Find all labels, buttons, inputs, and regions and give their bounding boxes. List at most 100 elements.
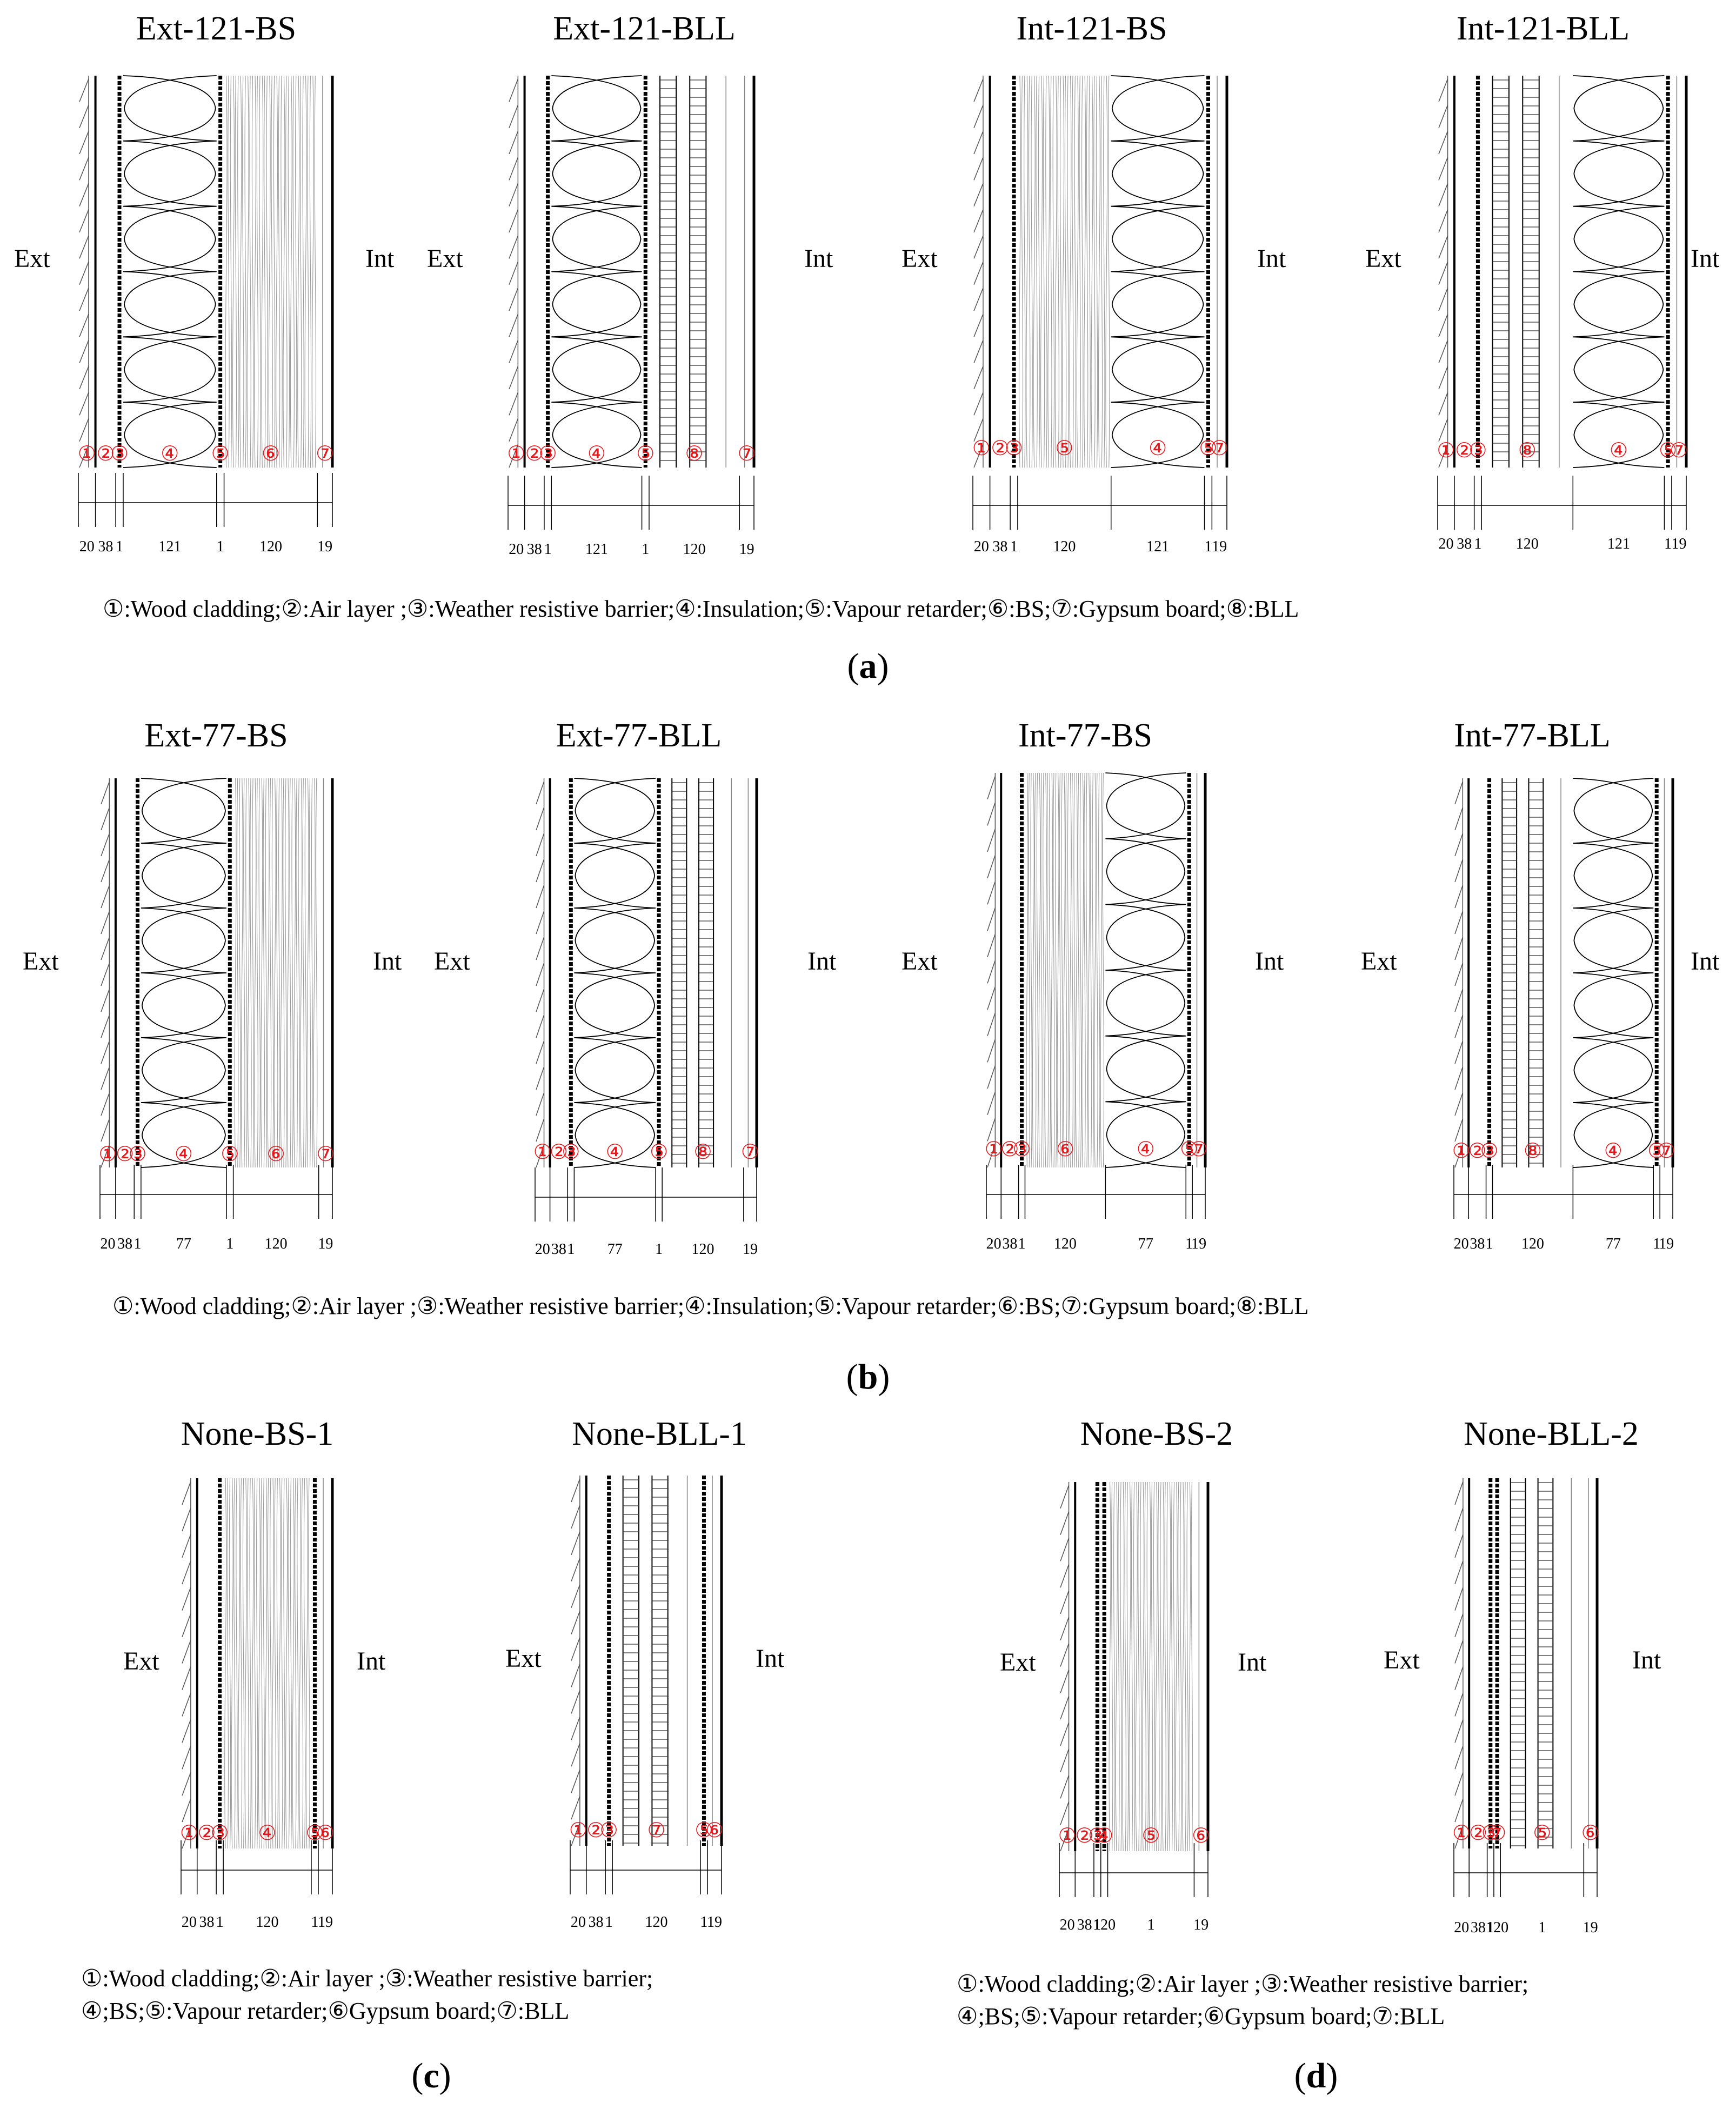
dimension-label: 77 — [176, 1236, 191, 1252]
bs-fibre — [263, 1478, 265, 1849]
cladding-board — [509, 235, 519, 259]
cladding-board — [1454, 1746, 1464, 1770]
cladding-board — [509, 288, 519, 311]
layer-bs — [234, 778, 318, 1168]
insulation-loop — [575, 778, 656, 1168]
ext-label: Ext — [23, 947, 59, 976]
legend-line-1: ①:Wood cladding;②:Air layer ;③:Weather r… — [957, 1971, 1529, 1997]
bs-fibre — [244, 1478, 247, 1849]
layer-marker-4: ④ — [161, 443, 179, 465]
bs-fibre — [1096, 772, 1098, 1168]
layer-marker-5: ⑤ — [1141, 1825, 1160, 1847]
bs-fibre — [256, 1478, 258, 1849]
cladding-board — [101, 937, 110, 960]
cladding-board — [1454, 1825, 1464, 1849]
cladding-board — [1454, 1587, 1464, 1611]
bs-fibre — [225, 75, 228, 468]
cladding-board — [973, 444, 984, 468]
layer-gypsum — [1196, 773, 1207, 1167]
bs-fibre — [261, 1478, 263, 1849]
bs-fibre — [239, 778, 241, 1168]
bs-fibre — [235, 75, 237, 468]
dimension-label: 19 — [1212, 538, 1227, 555]
bs-fibre — [301, 1478, 304, 1849]
dimension-label: 19 — [317, 538, 332, 555]
layer-marker-1: ① — [1452, 1822, 1471, 1845]
layer-bs — [1026, 772, 1105, 1168]
bs-fibre — [1126, 1481, 1129, 1852]
cladding-board — [973, 313, 984, 337]
bs-fibre — [1053, 772, 1055, 1168]
panel-title: Ext-77-BS — [144, 717, 288, 754]
bs-fibre — [240, 1478, 243, 1849]
bs-fibre — [253, 1478, 256, 1849]
layer-cladding — [987, 773, 1003, 1168]
bs-fibre — [278, 1478, 281, 1849]
bs-fibre — [265, 778, 268, 1168]
layer-insulation — [1111, 75, 1205, 468]
bs-fibre — [1018, 75, 1021, 468]
layer-marker-4: ⑧ — [1518, 439, 1537, 462]
dimension-label: 19 — [318, 1914, 333, 1931]
dimension-label: 1 — [134, 1236, 142, 1252]
cladding-board — [182, 1560, 191, 1584]
cladding-board — [536, 1144, 545, 1168]
cladding-board — [1454, 911, 1464, 935]
layer-marker-4: ⑦ — [1488, 1822, 1506, 1845]
bs-fibre — [289, 778, 291, 1168]
subfigure-label: (d) — [1294, 2056, 1338, 2095]
bs-fibre — [1045, 75, 1047, 468]
bs-fibre — [249, 75, 251, 468]
bs-fibre — [1074, 75, 1077, 468]
bs-fibre — [285, 75, 288, 468]
bs-fibre — [1033, 75, 1036, 468]
cladding-board — [1454, 1481, 1464, 1505]
dimension-label: 1 — [217, 538, 224, 555]
cladding-board — [79, 366, 89, 390]
cladding-board — [571, 1717, 580, 1740]
bs-fibre — [292, 75, 295, 468]
layer-gypsum — [322, 76, 334, 468]
dimension-label: 38 — [1470, 1236, 1485, 1252]
cladding-board — [1454, 1560, 1464, 1584]
dimension-label: 1 — [226, 1236, 233, 1252]
layer-bll — [671, 778, 732, 1167]
bs-fibre — [1113, 1481, 1116, 1852]
bs-fibre — [304, 778, 307, 1168]
bs-fibre — [1032, 772, 1034, 1168]
bs-fibre — [1184, 1481, 1186, 1852]
bs-fibre — [1096, 75, 1098, 468]
insulation-loop — [123, 75, 216, 468]
insulation-loop — [1573, 75, 1664, 468]
layer-bll — [1492, 76, 1560, 468]
int-label: Int — [1238, 1648, 1267, 1677]
layer-cladding — [973, 76, 991, 468]
bs-fibre — [309, 778, 311, 1168]
layer-gypsum — [1664, 778, 1674, 1167]
bs-fibre — [314, 75, 317, 468]
dimension-label: 120 — [1521, 1236, 1544, 1252]
cladding-board — [1060, 1538, 1070, 1561]
layer-bll — [659, 76, 726, 468]
int-label: Int — [1691, 947, 1720, 976]
bs-fibre — [280, 778, 283, 1168]
bs-fibre — [309, 75, 312, 468]
dimension-label: 1 — [605, 1914, 613, 1931]
bs-fibre — [258, 778, 261, 1168]
panel-title: Ext-77-BLL — [556, 717, 722, 754]
bs-fibre — [274, 1478, 276, 1849]
int-label: Int — [1632, 1646, 1661, 1674]
layer-cladding — [536, 778, 551, 1168]
bs-fibre — [254, 75, 256, 468]
dimension-label: 1 — [1664, 536, 1672, 552]
bs-fibre — [306, 778, 309, 1168]
bs-fibre — [1040, 772, 1043, 1168]
bs-fibre — [290, 1478, 292, 1849]
dimension-label: 120 — [256, 1914, 279, 1931]
cladding-board — [79, 313, 89, 337]
cladding-board — [79, 209, 89, 233]
panel-title: Int-121-BLL — [1456, 10, 1630, 47]
cladding-board — [509, 366, 519, 390]
cladding-board — [973, 105, 984, 128]
